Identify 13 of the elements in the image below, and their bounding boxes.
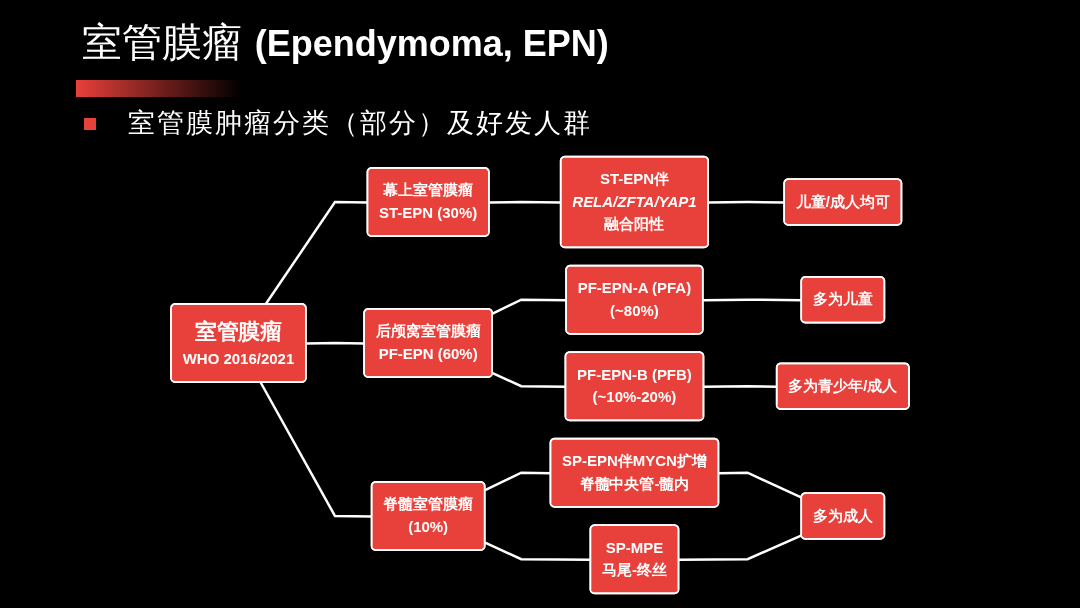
connector <box>264 200 368 305</box>
slide-title: 室管膜瘤 (Ependymoma, EPN) <box>82 18 609 67</box>
connector <box>708 200 785 204</box>
connector <box>484 541 591 561</box>
connector <box>492 298 567 315</box>
connector <box>259 381 372 518</box>
connector <box>492 372 566 388</box>
connector <box>678 534 803 561</box>
connector <box>484 471 551 492</box>
connector <box>306 341 365 345</box>
connector <box>703 298 802 302</box>
bullet-text: 室管膜肿瘤分类（部分）及好发人群 <box>128 107 592 140</box>
connector <box>718 471 803 499</box>
